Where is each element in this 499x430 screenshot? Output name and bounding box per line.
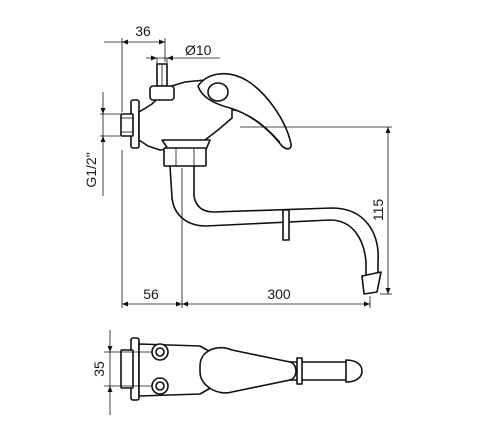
spout (169, 165, 382, 295)
wall-flange (120, 99, 140, 149)
dimension-offset: 56 (143, 286, 159, 302)
valve-stem (149, 63, 175, 101)
dimension-reach: 300 (267, 286, 291, 302)
dimension-thread: G1/2" (83, 152, 99, 187)
side-dimension-lines (100, 38, 392, 308)
lever-handle (197, 73, 292, 150)
dimension-top-width: 36 (135, 23, 151, 39)
dimension-spacing: 35 (91, 361, 107, 377)
lever-top (199, 346, 297, 394)
dimension-diameter: Ø10 (185, 42, 212, 58)
spout-top (289, 357, 363, 385)
side-view: 36 Ø10 G1/2" 115 56 300 (83, 23, 392, 308)
dimension-height: 115 (370, 199, 386, 222)
top-view: 35 (91, 330, 363, 415)
